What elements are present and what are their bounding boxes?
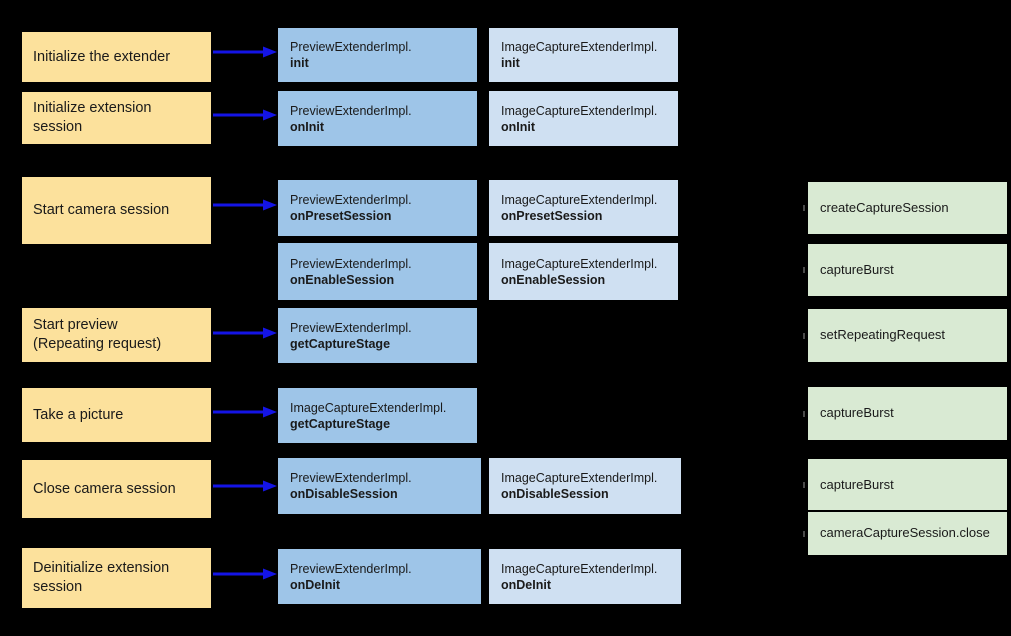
action-label-line: Initialize extension bbox=[33, 100, 152, 117]
camera2-api-box-1: captureBurst bbox=[808, 244, 1007, 296]
extender-method-name: onEnableSession bbox=[290, 272, 395, 287]
preview-extender-box-6: PreviewExtenderImpl. onDisableSession bbox=[278, 458, 481, 514]
preview-extender-box-5: ImageCaptureExtenderImpl.getCaptureStage bbox=[278, 388, 477, 443]
preview-extender-box-4: PreviewExtenderImpl.getCaptureStage bbox=[278, 308, 477, 363]
extender-method-name: onInit bbox=[501, 119, 536, 134]
action-label-line: Close camera session bbox=[33, 480, 176, 497]
action-box-1: Initialize extension session bbox=[22, 92, 211, 144]
extender-method-name: onInit bbox=[290, 119, 325, 134]
camera2-api-label: captureBurst bbox=[820, 476, 894, 492]
action-label-line: Initialize the extender bbox=[33, 48, 171, 65]
image-capture-extender-box-2: ImageCaptureExtenderImpl. onPresetSession bbox=[489, 180, 678, 236]
extender-class-name: ImageCaptureExtenderImpl. bbox=[501, 40, 658, 54]
camera2-api-label: createCaptureSession bbox=[820, 199, 949, 215]
camera2-api-box-3: captureBurst bbox=[808, 387, 1007, 440]
extender-class-name: PreviewExtenderImpl. bbox=[290, 103, 412, 118]
action-box-6: Deinitialize extension session bbox=[22, 548, 211, 608]
extender-method-name: onDeInit bbox=[501, 577, 551, 592]
green-box-divider bbox=[808, 510, 1007, 512]
image-capture-extender-box-5: ImageCaptureExtenderImpl.onDeInit bbox=[489, 549, 681, 604]
connector-tick-icon bbox=[803, 410, 805, 417]
extender-method-name: init bbox=[501, 56, 520, 70]
extender-method-name: getCaptureStage bbox=[290, 416, 391, 431]
extender-class-name: ImageCaptureExtenderImpl. bbox=[501, 471, 658, 485]
action-box-5: Close camera session bbox=[22, 460, 211, 518]
extender-method-name: init bbox=[290, 56, 309, 70]
extender-method-name: onDeInit bbox=[290, 577, 340, 592]
action-label-line: Start camera session bbox=[33, 202, 170, 219]
flow-arrow-icon-5 bbox=[213, 480, 277, 492]
action-label-line: (Repeating request) bbox=[33, 336, 162, 352]
action-label-line: session bbox=[33, 579, 83, 595]
preview-extender-box-1: PreviewExtenderImpl.onInit bbox=[278, 91, 477, 146]
camera2-api-box-4: captureBurst bbox=[808, 459, 1007, 511]
connector-tick-icon bbox=[803, 482, 805, 488]
extender-method-name: onDisableSession bbox=[290, 487, 398, 501]
action-box-3: Start preview (Repeating request) bbox=[22, 308, 211, 362]
camera2-api-label: captureBurst bbox=[820, 405, 894, 421]
camera2-api-box-5: cameraCaptureSession.close bbox=[808, 512, 1007, 555]
extender-method-name: onPresetSession bbox=[501, 209, 603, 223]
extender-method-name: onPresetSession bbox=[290, 209, 392, 223]
action-box-0: Initialize the extender bbox=[22, 32, 211, 82]
preview-extender-box-7: PreviewExtenderImpl.onDeInit bbox=[278, 549, 481, 604]
action-label-line: Take a picture bbox=[33, 406, 124, 423]
flow-arrow-icon-1 bbox=[213, 109, 277, 121]
connector-tick-icon bbox=[803, 332, 805, 339]
extender-class-name: ImageCaptureExtenderImpl. bbox=[501, 103, 658, 118]
image-capture-extender-box-1: ImageCaptureExtenderImpl.onInit bbox=[489, 91, 678, 146]
image-capture-extender-box-0: ImageCaptureExtenderImpl. init bbox=[489, 28, 678, 82]
flow-arrow-icon-0 bbox=[213, 46, 277, 58]
preview-extender-box-3: PreviewExtenderImpl.onEnableSession bbox=[278, 243, 477, 300]
connector-tick-icon bbox=[803, 530, 805, 537]
connector-tick-icon bbox=[803, 267, 805, 273]
connector-tick-icon bbox=[803, 205, 805, 211]
action-label-line: Start preview bbox=[33, 317, 118, 334]
extender-method-name: onDisableSession bbox=[501, 487, 609, 501]
extender-method-name: onEnableSession bbox=[501, 272, 606, 287]
extender-class-name: ImageCaptureExtenderImpl. bbox=[290, 400, 447, 415]
flow-arrow-icon-2 bbox=[213, 199, 277, 211]
extender-class-name: ImageCaptureExtenderImpl. bbox=[501, 561, 658, 576]
camera2-api-label: captureBurst bbox=[820, 261, 894, 277]
camera2-api-label: setRepeatingRequest bbox=[820, 327, 946, 343]
extender-class-name: PreviewExtenderImpl. bbox=[290, 256, 412, 271]
extender-method-name: getCaptureStage bbox=[290, 336, 391, 351]
camera2-api-box-2: setRepeatingRequest bbox=[808, 309, 1007, 362]
preview-extender-box-0: PreviewExtenderImpl. init bbox=[278, 28, 477, 82]
action-box-4: Take a picture bbox=[22, 388, 211, 442]
extender-class-name: PreviewExtenderImpl. bbox=[290, 193, 412, 207]
flow-arrow-icon-3 bbox=[213, 327, 277, 339]
flow-arrow-icon-6 bbox=[213, 568, 277, 580]
preview-extender-box-2: PreviewExtenderImpl. onPresetSession bbox=[278, 180, 477, 236]
extender-class-name: PreviewExtenderImpl. bbox=[290, 561, 412, 576]
action-label-line: session bbox=[33, 119, 83, 135]
action-label-line: Deinitialize extension bbox=[33, 560, 170, 577]
flow-arrow-icon-4 bbox=[213, 406, 277, 418]
extender-class-name: PreviewExtenderImpl. bbox=[290, 320, 412, 335]
extender-class-name: PreviewExtenderImpl. bbox=[290, 40, 412, 54]
extender-class-name: PreviewExtenderImpl. bbox=[290, 471, 412, 485]
camera2-api-box-0: createCaptureSession bbox=[808, 182, 1007, 234]
extender-class-name: ImageCaptureExtenderImpl. bbox=[501, 193, 658, 207]
image-capture-extender-box-4: ImageCaptureExtenderImpl. onDisableSessio… bbox=[489, 458, 681, 514]
image-capture-extender-box-3: ImageCaptureExtenderImpl.onEnableSession bbox=[489, 243, 678, 300]
camera2-api-label: cameraCaptureSession.close bbox=[820, 525, 990, 541]
action-box-2: Start camera session bbox=[22, 177, 211, 244]
extender-class-name: ImageCaptureExtenderImpl. bbox=[501, 256, 658, 271]
